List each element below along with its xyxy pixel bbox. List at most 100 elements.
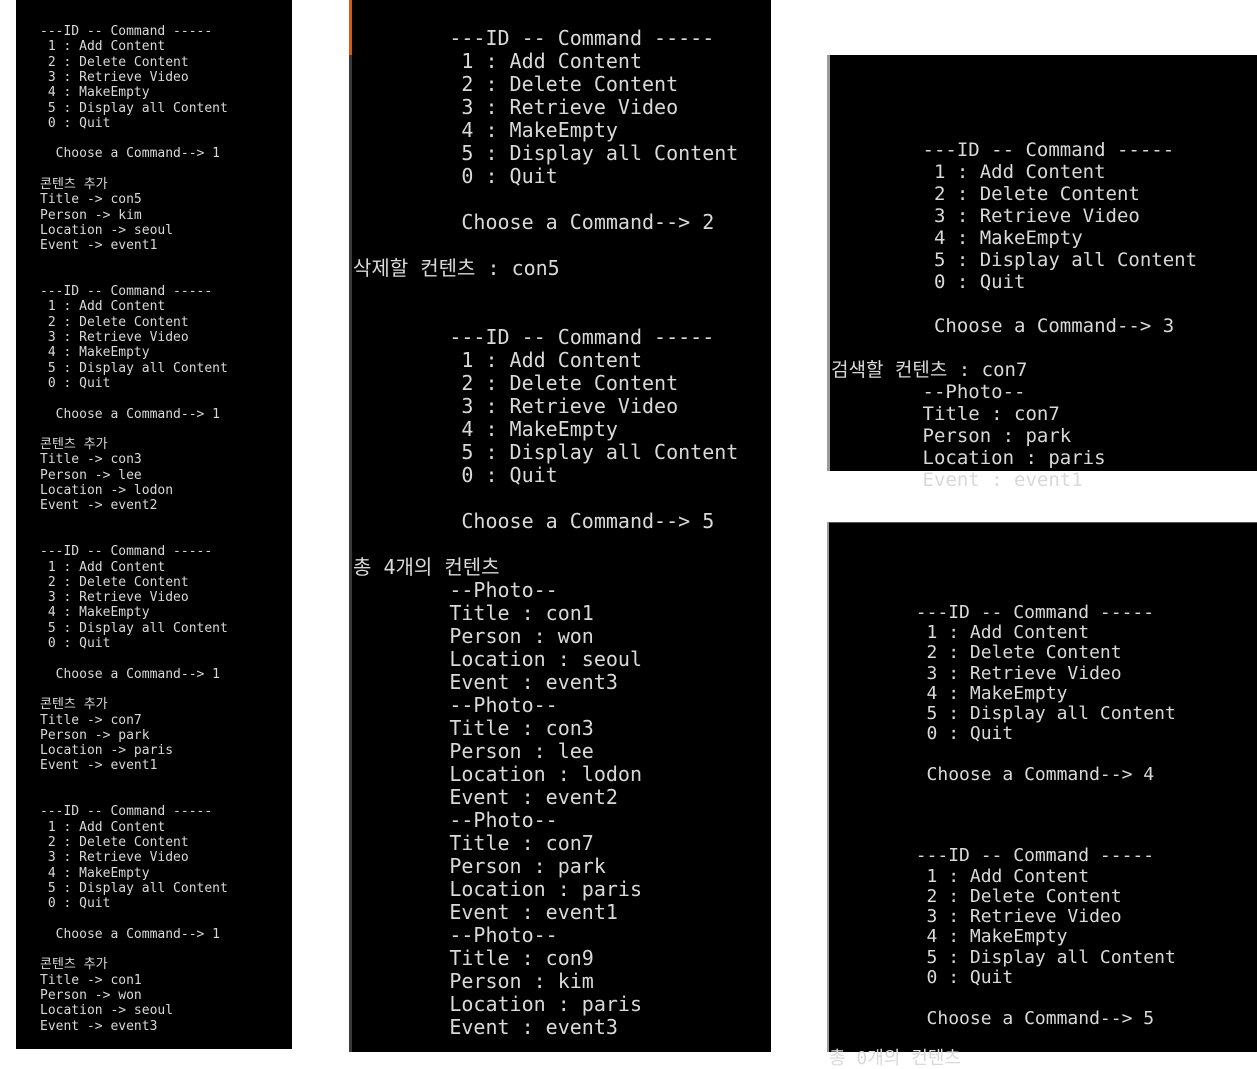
console-line: Event : event3 bbox=[353, 1015, 618, 1039]
console-line: Choose a Command--> 1 bbox=[40, 926, 221, 942]
console-line: --Photo-- bbox=[353, 808, 558, 832]
console-line: Location -> lodon bbox=[40, 483, 174, 498]
console-line: 1 : Add Content bbox=[353, 348, 642, 372]
console-line: ---ID -- Command ----- bbox=[40, 24, 213, 39]
console-line: --Photo-- bbox=[831, 381, 1026, 403]
console-line: Title -> con1 bbox=[40, 972, 142, 988]
console-line: 0 : Quit bbox=[40, 636, 111, 651]
console-line: 5 : Display all Content bbox=[829, 703, 1176, 725]
console-line: Event : event1 bbox=[353, 900, 618, 924]
console-line: 3 : Retrieve Video bbox=[831, 205, 1140, 227]
console-line: 0 : Quit bbox=[831, 271, 1026, 293]
console-line: ---ID -- Command ----- bbox=[40, 284, 213, 300]
console-line: 1 : Add Content bbox=[831, 161, 1106, 183]
console-line: Title : con1 bbox=[353, 601, 594, 625]
console-line: 3 : Retrieve Video bbox=[40, 69, 189, 85]
console-line: 1 : Add Content bbox=[829, 865, 1090, 887]
console-panel-add-content: ---ID -- Command ----- 1 : Add Content 2… bbox=[16, 0, 292, 1049]
console-line: Title : con3 bbox=[353, 716, 594, 740]
console-line: 총 4개의 컨텐츠 bbox=[353, 555, 500, 579]
console-line: Event : event3 bbox=[353, 670, 618, 694]
console-line: 1 : Add Content bbox=[40, 819, 166, 835]
console-line: 검색할 컨텐츠 : con7 bbox=[831, 359, 1028, 381]
console-line: Person : kim bbox=[353, 969, 594, 993]
console-output: ---ID -- Command ----- 1 : Add Content 2… bbox=[827, 55, 1257, 491]
console-panel-make-empty: ---ID -- Command ----- 1 : Add Content 2… bbox=[827, 522, 1257, 1069]
console-line: ---ID -- Command ----- bbox=[829, 601, 1155, 623]
console-line: 3 : Retrieve Video bbox=[40, 590, 189, 606]
console-line: 총 0개의 컨텐츠 bbox=[829, 1048, 961, 1069]
console-line: 2 : Delete Content bbox=[40, 314, 189, 330]
console-line: Location : paris bbox=[831, 447, 1106, 469]
console-line: Location : seoul bbox=[353, 647, 642, 671]
console-line: 5 : Display all Content bbox=[831, 249, 1198, 271]
console-line: 2 : Delete Content bbox=[40, 54, 189, 70]
console-line: 2 : Delete Content bbox=[829, 642, 1122, 664]
console-line: 4 : MakeEmpty bbox=[40, 605, 150, 621]
console-line: Location : paris bbox=[353, 992, 642, 1016]
console-line: Event : event2 bbox=[353, 785, 618, 809]
console-line: 0 : Quit bbox=[353, 463, 558, 487]
console-line: 5 : Display all Content bbox=[829, 946, 1176, 968]
console-line: 3 : Retrieve Video bbox=[40, 330, 189, 345]
console-line: 1 : Add Content bbox=[40, 39, 166, 55]
console-line: --Photo-- bbox=[353, 693, 558, 717]
window-left-border bbox=[827, 522, 829, 1052]
console-line: 4 : MakeEmpty bbox=[353, 417, 618, 441]
console-line: 5 : Display all Content bbox=[353, 440, 739, 464]
console-line: 0 : Quit bbox=[40, 115, 111, 131]
console-line: 5 : Display all Content bbox=[40, 880, 228, 896]
console-line: Event -> event1 bbox=[40, 758, 158, 774]
console-line: 3 : Retrieve Video bbox=[829, 906, 1122, 928]
window-accent-bar bbox=[349, 0, 352, 55]
console-line: 0 : Quit bbox=[829, 723, 1014, 745]
console-line: ---ID -- Command ----- bbox=[831, 139, 1175, 161]
console-line: Choose a Command--> 3 bbox=[831, 315, 1175, 337]
console-line: Person : lee bbox=[353, 739, 594, 763]
console-panel-delete-display: ---ID -- Command ----- 1 : Add Content 2… bbox=[349, 0, 771, 1052]
console-line: 0 : Quit bbox=[40, 375, 111, 391]
console-line: 0 : Quit bbox=[829, 967, 1014, 988]
console-line: 4 : MakeEmpty bbox=[40, 865, 150, 881]
console-line: Location : paris bbox=[353, 877, 642, 901]
console-line: Person -> lee bbox=[40, 467, 142, 483]
console-line: Choose a Command--> 1 bbox=[40, 406, 221, 422]
console-panel-retrieve: ---ID -- Command ----- 1 : Add Content 2… bbox=[827, 55, 1257, 491]
console-line: 3 : Retrieve Video bbox=[353, 394, 679, 418]
console-output: ---ID -- Command ----- 1 : Add Content 2… bbox=[16, 0, 292, 1049]
console-line: 4 : MakeEmpty bbox=[40, 345, 150, 361]
window-top-border bbox=[827, 522, 1257, 523]
console-line: 4 : MakeEmpty bbox=[829, 926, 1068, 948]
console-line: 4 : MakeEmpty bbox=[831, 227, 1083, 249]
console-line: Title -> con7 bbox=[40, 712, 142, 728]
console-line: Location : lodon bbox=[353, 762, 642, 786]
console-line: 콘텐츠 추가 bbox=[40, 957, 108, 973]
console-line: Event -> event2 bbox=[40, 498, 158, 514]
console-line: Choose a Command--> 5 bbox=[353, 509, 715, 533]
console-line: Event -> event1 bbox=[40, 238, 158, 254]
console-line: Person : park bbox=[831, 425, 1072, 447]
console-line: ---ID -- Command ----- bbox=[353, 26, 715, 50]
console-line: ---ID -- Command ----- bbox=[829, 845, 1155, 867]
console-line: 2 : Delete Content bbox=[829, 885, 1122, 907]
console-line: 콘텐츠 추가 bbox=[40, 437, 108, 453]
console-line: Title : con9 bbox=[353, 946, 594, 970]
console-line: 콘텐츠 추가 bbox=[40, 177, 108, 192]
console-line: Title : con7 bbox=[353, 831, 594, 855]
console-line: Title -> con3 bbox=[40, 452, 142, 468]
console-line: 4 : MakeEmpty bbox=[353, 118, 618, 142]
console-line: 4 : MakeEmpty bbox=[40, 85, 150, 101]
console-line: Location -> paris bbox=[40, 743, 174, 759]
console-line: Location -> seoul bbox=[40, 222, 174, 238]
console-line: Person : park bbox=[353, 854, 606, 878]
console-line: 2 : Delete Content bbox=[353, 371, 679, 395]
console-line: 2 : Delete Content bbox=[353, 72, 679, 96]
console-line: Title : con7 bbox=[831, 403, 1060, 425]
console-line: Choose a Command--> 5 bbox=[829, 1007, 1155, 1029]
console-line: Person : won bbox=[353, 624, 594, 648]
console-line: 3 : Retrieve Video bbox=[829, 662, 1122, 684]
console-line: 2 : Delete Content bbox=[40, 574, 189, 590]
console-line: 1 : Add Content bbox=[829, 621, 1090, 643]
console-line: 3 : Retrieve Video bbox=[40, 850, 189, 866]
console-line: 1 : Add Content bbox=[40, 299, 166, 315]
